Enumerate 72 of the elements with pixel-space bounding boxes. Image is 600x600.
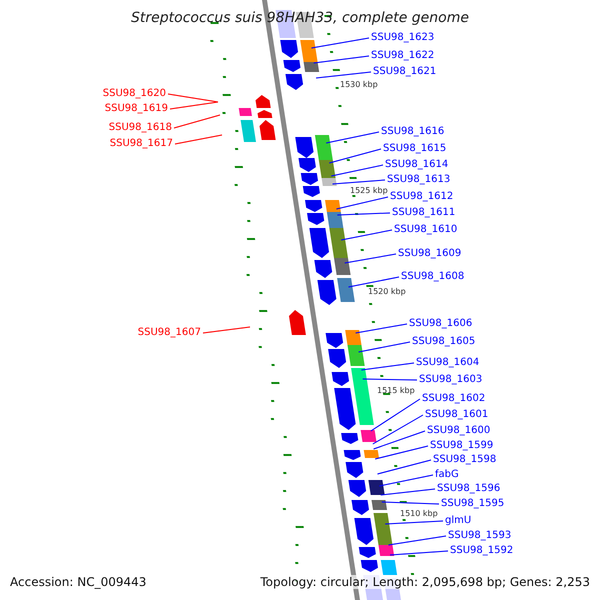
gene-label: SSU98_1596 [437,483,500,495]
leader-line [360,362,414,370]
scale-label: 1515 kbp [377,386,415,395]
gene-label: SSU98_1623 [371,32,434,44]
gene-label: SSU98_1606 [409,318,472,330]
gene-label: SSU98_1603 [419,374,482,386]
gene-label: SSU98_1622 [371,50,434,62]
leader-line [380,488,436,496]
scale-label: 1520 kbp [368,287,406,296]
gene-label: SSU98_1613 [387,174,450,186]
gene-label: SSU98_1598 [433,454,496,466]
leader-line [388,536,446,546]
leader-line [381,502,440,504]
leader-line [370,398,420,432]
gene-label: SSU98_1605 [412,336,476,348]
scale-label: 1525 kbp [350,186,388,195]
leader-line [313,56,370,64]
leader-line [344,254,396,264]
scale-label: 1530 kbp [340,80,378,89]
scale-label: 1510 kbp [400,509,438,518]
leader-line [316,72,372,78]
gene-label: SSU98_1621 [373,66,436,78]
leader-line [336,212,390,216]
gene-label: SSU98_1593 [448,530,512,542]
leader-line [174,114,220,128]
leader-line [348,276,400,288]
leader-line [340,230,392,240]
gene-label: SSU98_1601 [425,409,488,421]
gene-label: SSU98_1604 [416,357,480,369]
leader-line [374,446,428,460]
leader-line [376,460,432,474]
leader-line [378,474,434,486]
gene-label: SSU98_1615 [383,143,446,155]
leader-line [328,148,382,164]
gene-label: SSU98_1614 [385,159,448,171]
leader-line [326,132,380,144]
gene-label: SSU98_1619 [104,103,168,115]
leader-line [373,430,426,450]
gene-label: SSU98_1610 [394,224,458,236]
gene-label: SSU98_1607 [138,327,201,339]
gene-label: SSU98_1611 [392,207,456,219]
gene-label: glmU [445,515,472,527]
leader-line [168,94,218,102]
leader-line [170,102,218,110]
leader-line [384,520,444,524]
leader-line [362,378,418,380]
map-title: Streptococcus suis 98HAH33, complete genome [130,10,470,26]
gene-label: SSU98_1617 [110,138,173,150]
gene-label: SSU98_1616 [381,126,444,138]
gene-label: SSU98_1600 [427,425,490,437]
gene-label: SSU98_1602 [422,393,486,405]
leader-line [174,134,222,144]
gene-label: fabG [435,469,459,481]
leader-line [310,38,370,48]
genome-info-text: Topology: circular; Length: 2,095,698 bp; Genes: 2,253 [260,575,590,589]
gene-label: SSU98_1609 [398,248,462,260]
accession-text: Accession: NC_009443 [10,575,146,589]
gene-label: SSU98_1608 [401,271,464,283]
gene-label: SSU98_1618 [108,122,172,134]
gene-label: SSU98_1595 [441,498,504,510]
leader-line [330,164,384,176]
gene-label: SSU98_1592 [450,545,514,557]
leader-line [332,180,386,184]
leader-line [336,196,388,210]
gene-label: SSU98_1599 [430,440,494,452]
gene-label: SSU98_1620 [102,88,166,100]
leader-line [372,414,424,444]
leader-line [390,550,448,556]
leader-line [355,324,408,334]
leader-line [202,326,250,334]
leader-line [358,342,410,352]
gene-label: SSU98_1612 [390,191,454,203]
